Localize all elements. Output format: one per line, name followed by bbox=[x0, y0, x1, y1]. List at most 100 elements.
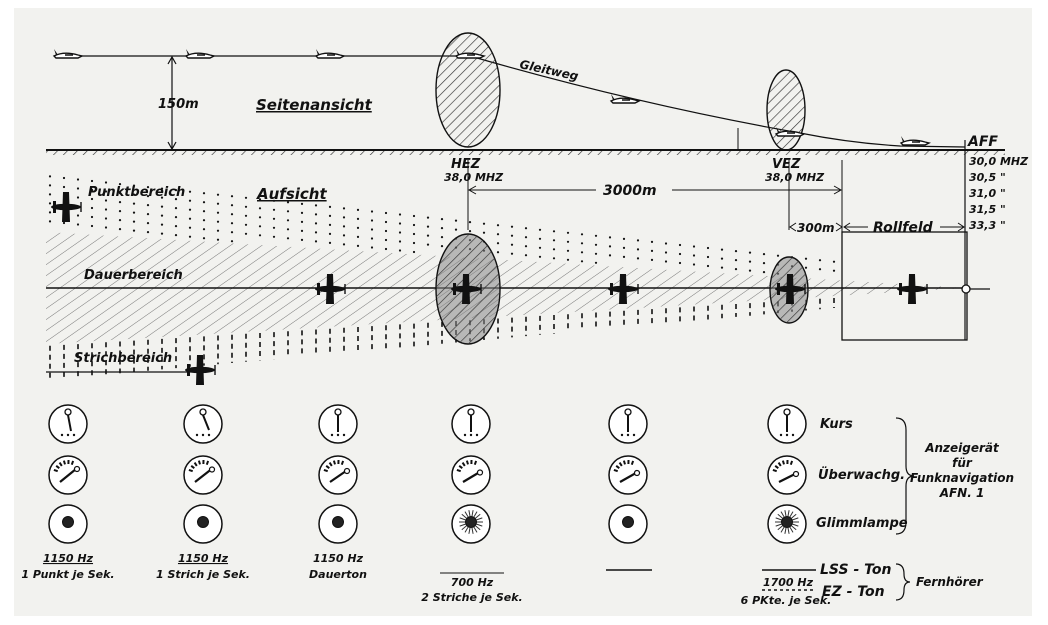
dot-mark bbox=[664, 251, 668, 254]
glow-ray bbox=[461, 525, 467, 531]
dot-mark bbox=[440, 236, 444, 239]
dot-mark bbox=[412, 250, 416, 254]
glow-ray bbox=[475, 525, 481, 531]
dot-mark bbox=[370, 228, 374, 231]
monitor-scale-mark bbox=[205, 460, 210, 466]
monitor-scale-mark bbox=[622, 460, 626, 465]
dot-mark bbox=[328, 232, 332, 235]
dot-mark bbox=[76, 187, 80, 190]
caption-line2: 2 Striche je Sek. bbox=[421, 591, 522, 604]
dot-mark bbox=[524, 227, 528, 230]
dot-mark bbox=[90, 215, 94, 219]
dot-mark bbox=[314, 204, 318, 207]
dot-mark bbox=[118, 228, 122, 231]
dot-mark bbox=[762, 271, 766, 274]
dot-mark bbox=[76, 223, 80, 226]
dot-mark bbox=[174, 198, 178, 201]
dot-mark bbox=[804, 266, 808, 269]
dot-mark bbox=[356, 235, 360, 238]
dot-mark bbox=[258, 216, 262, 219]
glow-ray bbox=[775, 523, 782, 527]
dot-mark bbox=[636, 257, 640, 260]
course-scale-mark bbox=[66, 433, 70, 437]
caption-line2: 1 Strich je Sek. bbox=[156, 568, 250, 581]
dot-mark bbox=[132, 220, 136, 223]
dot-mark bbox=[48, 202, 52, 205]
monitor-needle bbox=[329, 470, 347, 483]
dot-mark bbox=[188, 190, 192, 193]
dot-mark bbox=[496, 233, 500, 236]
dot-mark bbox=[62, 176, 66, 180]
dot-mark bbox=[398, 222, 402, 225]
device-title-line: Funknavigation bbox=[910, 471, 1014, 485]
frequency-item: 30,5 " bbox=[969, 171, 1006, 184]
course-needle-pivot bbox=[199, 408, 207, 416]
dot-mark bbox=[272, 226, 276, 229]
dot-mark bbox=[664, 242, 668, 245]
dot-mark bbox=[146, 231, 150, 234]
dot-mark bbox=[146, 222, 150, 225]
dot-mark bbox=[104, 190, 108, 193]
glow-ray bbox=[464, 511, 469, 518]
dot-mark bbox=[244, 205, 248, 208]
course-scale-mark bbox=[342, 433, 346, 437]
dot-mark bbox=[216, 229, 220, 232]
dot-mark bbox=[356, 226, 360, 229]
dot-mark bbox=[384, 229, 388, 233]
dot-mark bbox=[188, 208, 192, 211]
dot-mark bbox=[356, 217, 360, 220]
side-view-title: Seitenansicht bbox=[256, 96, 373, 114]
monitor-scale-mark bbox=[613, 468, 619, 473]
glow-ray bbox=[459, 523, 466, 527]
dot-mark bbox=[244, 214, 248, 217]
dot-mark bbox=[146, 204, 150, 207]
glow-ray bbox=[792, 523, 799, 527]
glow-ray bbox=[791, 525, 797, 531]
dot-mark bbox=[692, 245, 696, 248]
dot-mark bbox=[412, 214, 416, 218]
dot-mark bbox=[216, 202, 220, 205]
dot-mark bbox=[440, 227, 444, 230]
monitor-scale-mark bbox=[70, 460, 75, 466]
dot-mark bbox=[244, 223, 248, 226]
glow-ray bbox=[789, 511, 794, 518]
dot-mark bbox=[608, 245, 612, 248]
glow-ray bbox=[784, 510, 787, 517]
dot-mark bbox=[804, 257, 808, 260]
monitor-scale-mark bbox=[323, 468, 329, 473]
dot-mark bbox=[496, 242, 500, 245]
dot-mark bbox=[272, 208, 276, 211]
dot-mark bbox=[398, 240, 402, 243]
dot-mark bbox=[594, 261, 598, 264]
glow-ray bbox=[471, 510, 474, 517]
course-needle-pivot bbox=[624, 408, 632, 416]
dot-mark bbox=[510, 234, 514, 237]
dot-mark bbox=[384, 220, 388, 224]
dot-mark bbox=[272, 199, 276, 202]
monitor-scale-mark bbox=[473, 460, 478, 466]
dot-mark bbox=[398, 231, 402, 234]
dot-mark bbox=[356, 208, 360, 211]
dot-mark bbox=[342, 234, 346, 237]
course-scale-mark bbox=[60, 433, 64, 437]
dot-mark bbox=[384, 211, 388, 215]
dot-mark bbox=[678, 252, 682, 256]
dot-mark bbox=[650, 240, 654, 243]
dot-mark bbox=[734, 259, 738, 262]
monitor-scale-mark bbox=[340, 460, 345, 466]
dot-mark bbox=[258, 198, 262, 201]
dot-mark bbox=[818, 268, 822, 271]
monitor-scale-mark bbox=[789, 460, 794, 466]
dot-mark bbox=[118, 183, 122, 186]
dot-mark bbox=[650, 249, 654, 252]
dot-mark bbox=[160, 196, 164, 199]
monitor-scale-mark bbox=[53, 468, 59, 473]
dot-mark bbox=[90, 188, 94, 192]
dot-mark bbox=[664, 260, 668, 263]
dot-mark bbox=[356, 244, 360, 247]
dot-mark bbox=[90, 179, 94, 183]
monitor-scale-mark bbox=[332, 460, 336, 465]
dot-mark bbox=[678, 261, 682, 265]
monitor-scale-mark bbox=[772, 468, 778, 473]
dot-mark bbox=[818, 259, 822, 262]
